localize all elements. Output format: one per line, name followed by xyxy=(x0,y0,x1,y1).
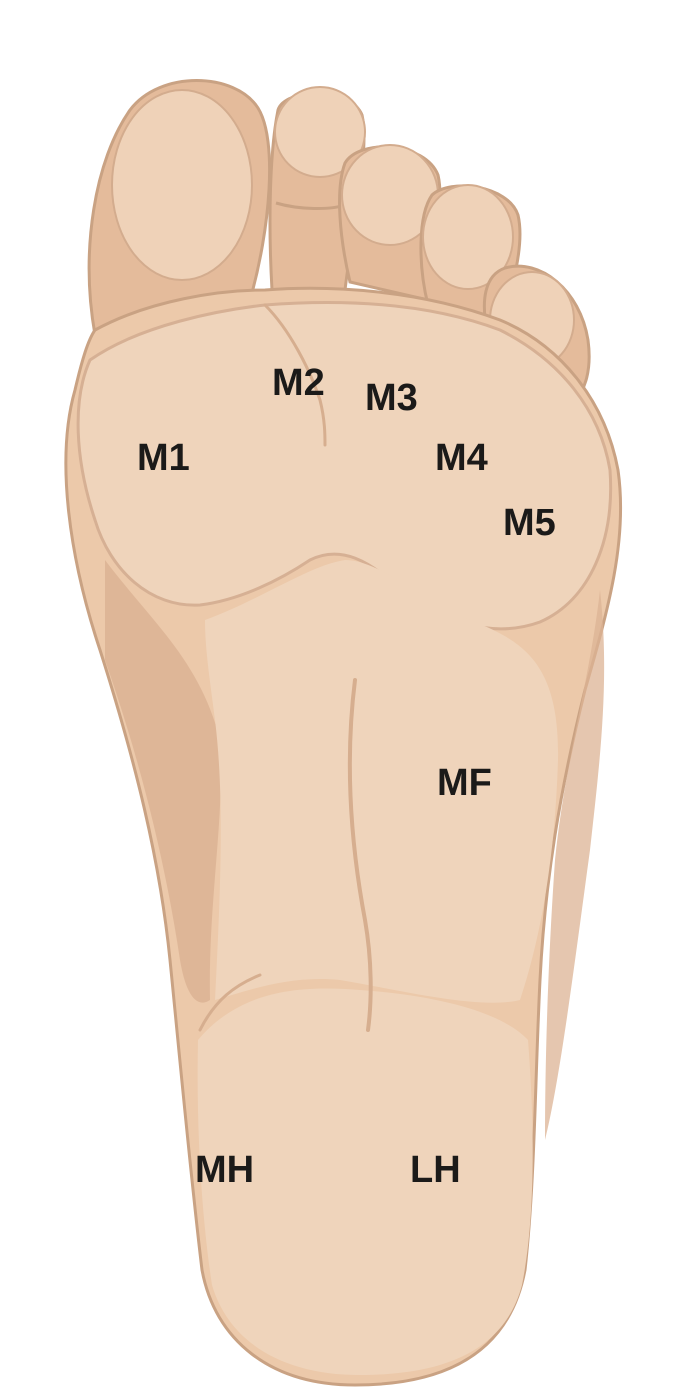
label-m3: M3 xyxy=(365,377,418,419)
label-m1: M1 xyxy=(137,437,190,479)
label-m2: M2 xyxy=(272,362,325,404)
label-lh: LH xyxy=(410,1149,461,1191)
label-m5: M5 xyxy=(503,502,556,544)
label-m4: M4 xyxy=(435,437,488,479)
label-mf: MF xyxy=(437,762,492,804)
label-mh: MH xyxy=(195,1149,254,1191)
big-toe-nail xyxy=(112,90,252,280)
